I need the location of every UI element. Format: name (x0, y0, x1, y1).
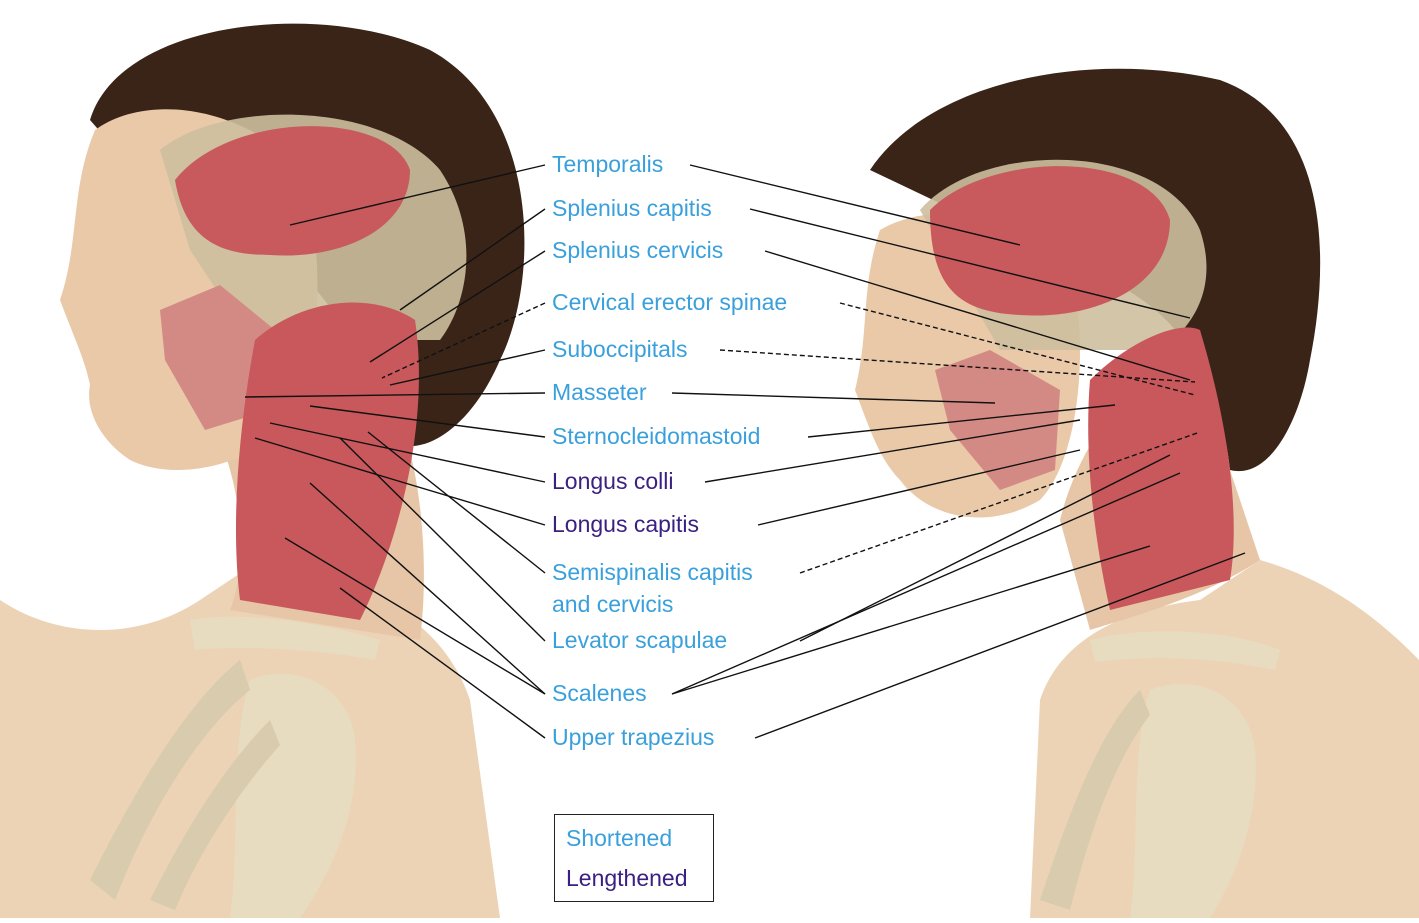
label-longus-capitis: Longus capitis (552, 510, 699, 538)
label-masseter: Masseter (552, 378, 647, 406)
legend-shortened: Shortened (566, 824, 672, 852)
label-suboccipitals: Suboccipitals (552, 335, 688, 363)
label-longus-colli: Longus colli (552, 467, 673, 495)
label-semispinalis-line2: and cervicis (552, 590, 673, 618)
legend-box: Shortened Lengthened (554, 814, 714, 902)
label-scalenes: Scalenes (552, 679, 647, 707)
label-upper-trapezius: Upper trapezius (552, 723, 714, 751)
label-cervical-erector-spinae: Cervical erector spinae (552, 288, 787, 316)
label-temporalis: Temporalis (552, 150, 663, 178)
label-semispinalis-line1: Semispinalis capitis (552, 558, 753, 586)
label-splenius-cervicis: Splenius cervicis (552, 236, 723, 264)
label-sternocleidomastoid: Sternocleidomastoid (552, 422, 760, 450)
legend-lengthened: Lengthened (566, 864, 688, 892)
label-splenius-capitis: Splenius capitis (552, 194, 712, 222)
right-figure (855, 69, 1419, 918)
left-figure (0, 24, 524, 918)
label-levator-scapulae: Levator scapulae (552, 626, 727, 654)
